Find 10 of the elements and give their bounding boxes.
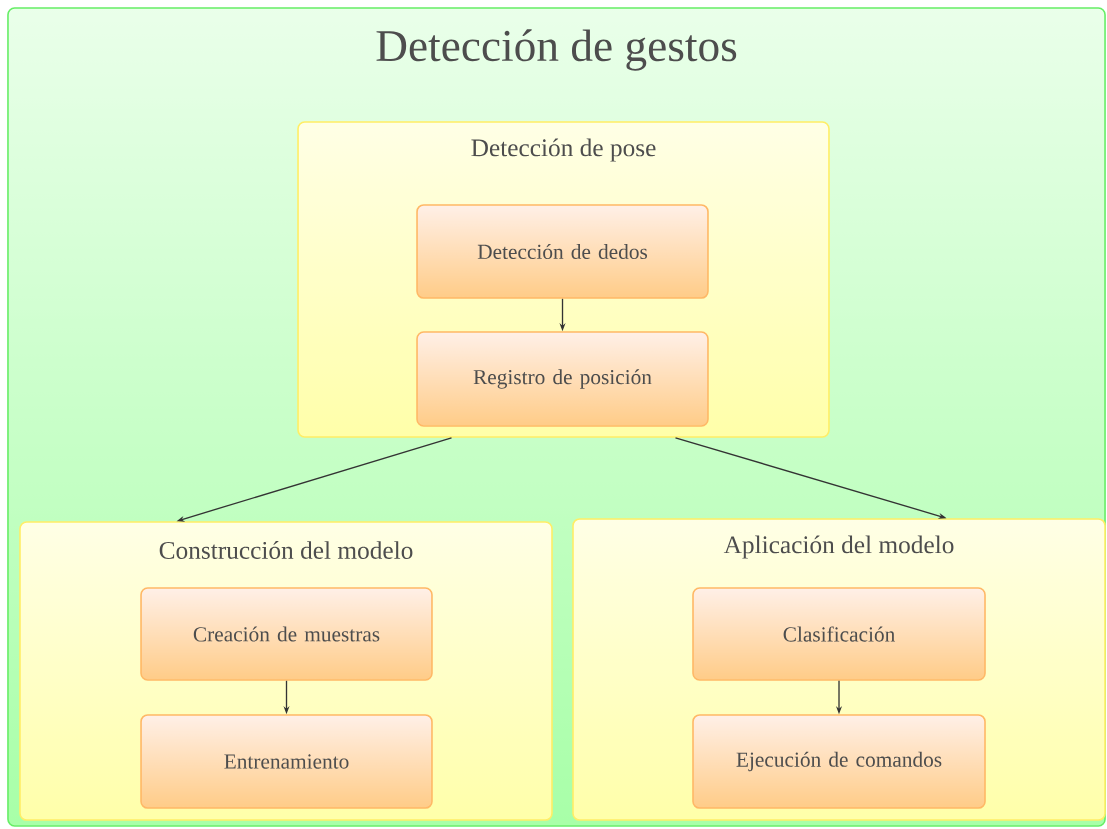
process-box: Clasificación [692, 587, 986, 681]
process-box: Ejecución de comandos [692, 714, 986, 809]
process-box: Creación de muestras [140, 587, 433, 681]
panel-title: Aplicación del modelo [723, 535, 954, 559]
panel-title: Construcción del modelo [159, 541, 413, 559]
panel-title: Detección de gestos [376, 29, 737, 71]
process-box: Detección de dedos [416, 204, 709, 299]
process-box: Entrenamiento [140, 714, 433, 809]
panel-title: Detección de pose [471, 138, 656, 162]
process-box: Registro de posición [416, 331, 709, 427]
